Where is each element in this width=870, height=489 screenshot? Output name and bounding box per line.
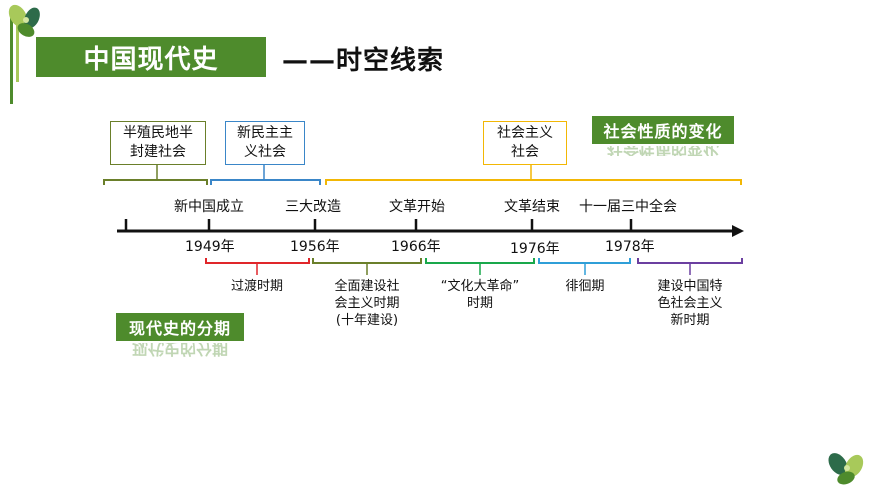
page-subtitle: ——时空线索	[282, 46, 445, 76]
nature-tag: 社会性质的变化	[592, 116, 734, 144]
year-label: 1966年	[391, 239, 441, 255]
nature-bracket	[103, 179, 208, 185]
timeline-ticks	[124, 219, 633, 231]
year-label: 1976年	[510, 241, 560, 257]
year-label: 1949年	[185, 239, 235, 255]
event-label: 新中国成立	[174, 199, 244, 215]
period-bracket	[637, 258, 743, 264]
event-label: 文革结束	[504, 199, 560, 215]
period-bracket	[205, 258, 310, 264]
period-bracket	[425, 258, 535, 264]
leaf-cluster-icon	[8, 4, 40, 37]
event-label: 文革开始	[389, 199, 445, 215]
periods-tag-reflection: 现代史的分期	[131, 343, 228, 357]
year-label: 1956年	[290, 239, 340, 255]
period-label-wandering: 徘徊期	[565, 279, 605, 294]
leaf-cluster-icon	[828, 453, 864, 485]
nature-box-new-democratic: 新民主主义社会	[225, 121, 305, 165]
event-label: 十一届三中全会	[579, 199, 677, 215]
period-label-transition: 过渡时期	[230, 279, 283, 294]
periods-tag: 现代史的分期	[116, 313, 244, 341]
nature-box-semi-colonial: 半殖民地半封建社会	[110, 121, 206, 165]
period-label-new-era: 建设中国特色社会主义新时期	[657, 279, 723, 328]
left-accent-bar	[10, 12, 13, 104]
page-title: 中国现代史	[36, 37, 266, 77]
year-label: 1978年	[605, 239, 655, 255]
event-label: 三大改造	[285, 199, 341, 215]
left-accent-bar-light	[16, 12, 19, 82]
period-bracket	[312, 258, 422, 264]
nature-bracket	[325, 179, 742, 185]
nature-tag-reflection: 社会性质的变化	[606, 146, 719, 156]
nature-bracket	[210, 179, 321, 185]
period-bracket	[538, 258, 631, 264]
period-label-ten-years: 全面建设社会主义时期(十年建设)	[334, 279, 400, 328]
nature-box-socialist: 社会主义社会	[483, 121, 567, 165]
period-label-cultural-revolution: “文化大革命”时期	[440, 279, 520, 311]
timeline-arrow-icon	[732, 225, 744, 237]
